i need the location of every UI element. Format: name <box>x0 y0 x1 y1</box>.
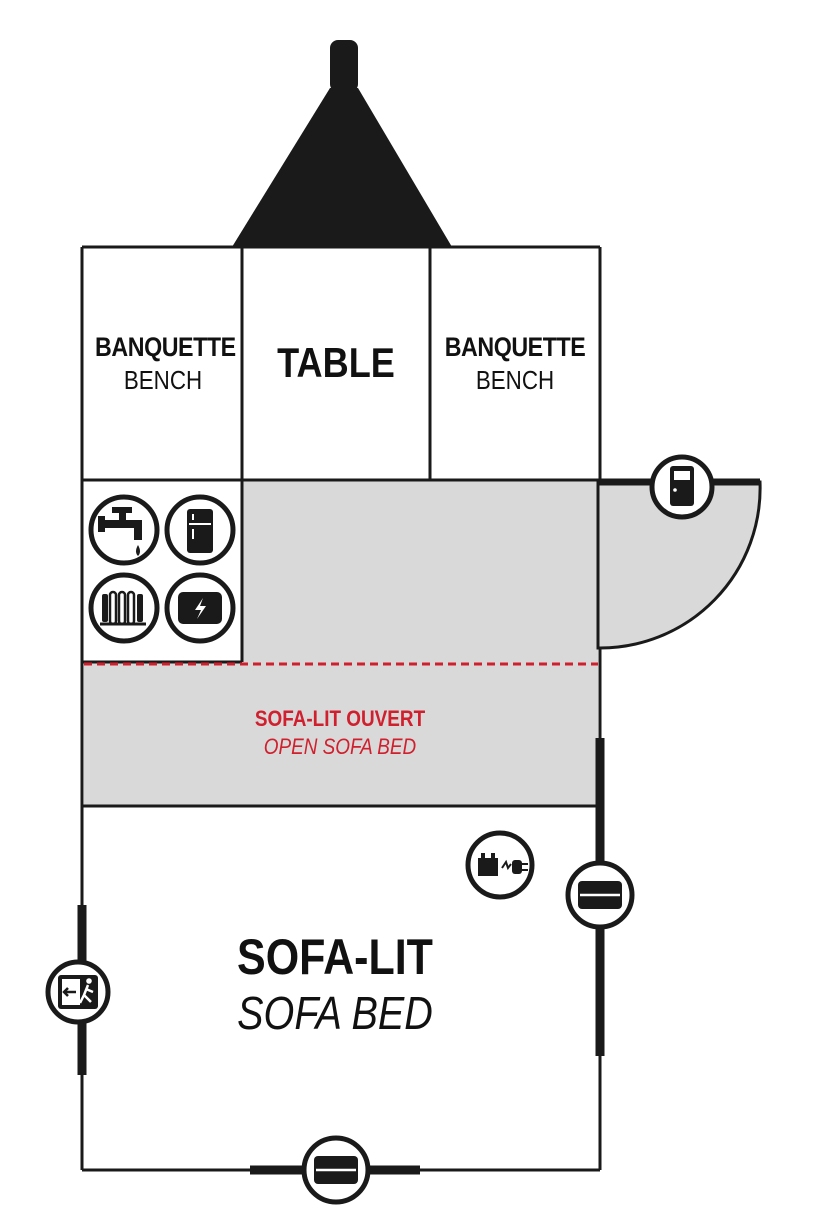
open-sofa-bed-label: SOFA-LIT OUVERT OPEN SOFA BED <box>202 708 477 758</box>
sofa-bed-label: SOFA-LIT SOFA BED <box>185 932 486 1036</box>
emergency-exit-icon <box>45 959 111 1025</box>
water-tap-icon <box>88 494 160 566</box>
open-sofa-bed-area <box>84 664 598 806</box>
door-swing <box>596 480 762 650</box>
fridge-icon <box>164 494 236 566</box>
floor-area <box>84 480 598 664</box>
drawbar <box>232 40 452 247</box>
left-bench-title: BANQUETTE <box>95 332 236 362</box>
table-title: TABLE <box>277 339 395 386</box>
electric-panel-icon <box>164 572 236 644</box>
battery-plug-icon <box>465 830 535 900</box>
right-bench-title: BANQUETTE <box>444 332 586 362</box>
sofa-bed-subtitle: SOFA BED <box>237 987 433 1039</box>
right-bench-label: BANQUETTE BENCH <box>442 332 588 395</box>
door-icon <box>649 454 715 520</box>
right-bench-subtitle: BENCH <box>475 365 555 395</box>
left-bench-label: BANQUETTE BENCH <box>95 332 236 395</box>
open-sofa-bed-subtitle: OPEN SOFA BED <box>263 734 417 759</box>
open-sofa-bed-title: SOFA-LIT OUVERT <box>254 706 426 731</box>
window-icon <box>565 860 635 930</box>
left-bench-subtitle: BENCH <box>123 365 203 395</box>
table-label: TABLE <box>255 342 417 384</box>
heater-icon <box>88 572 160 644</box>
sofa-bed-title: SOFA-LIT <box>237 929 433 985</box>
window-icon <box>301 1135 371 1205</box>
